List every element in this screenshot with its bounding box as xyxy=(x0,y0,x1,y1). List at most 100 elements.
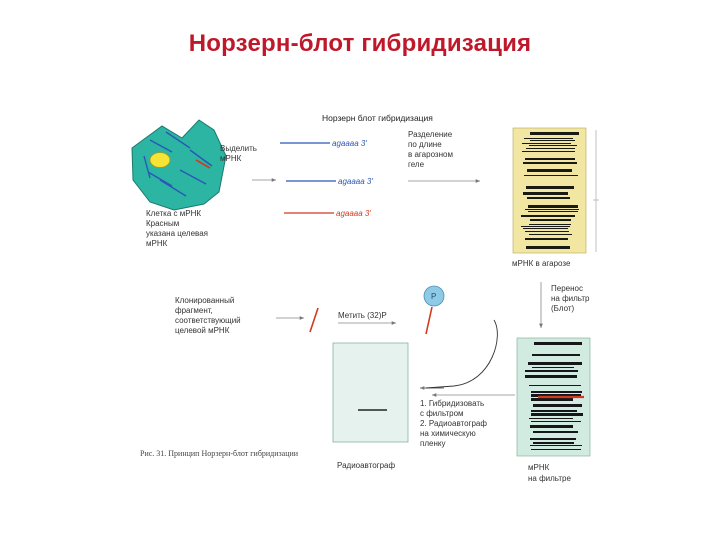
band xyxy=(529,234,572,235)
svg-text:на фильтре: на фильтре xyxy=(528,474,571,483)
band xyxy=(531,394,581,397)
hybridization-curve xyxy=(425,319,498,389)
cell-illustration xyxy=(131,119,227,211)
figure-caption: Рис. 31. Принцип Норзерн-блот гибридизац… xyxy=(140,449,299,458)
band xyxy=(534,342,582,345)
band xyxy=(529,385,581,386)
band xyxy=(528,362,582,365)
band xyxy=(526,186,574,189)
step-line: 1. Гибридизовать xyxy=(420,399,484,408)
band xyxy=(525,375,577,378)
band xyxy=(524,175,578,176)
band xyxy=(522,151,575,152)
band xyxy=(532,367,574,368)
separation-label-line: геле xyxy=(408,160,425,169)
separation-label-line: в агарозном xyxy=(408,150,453,159)
band xyxy=(531,391,582,393)
fragment-label-line: соответствующий xyxy=(175,316,241,325)
step-line: пленку xyxy=(420,439,445,448)
separation-label-line: Разделение xyxy=(408,130,453,139)
band xyxy=(530,219,571,221)
svg-text:Разделение: Разделение xyxy=(408,130,453,139)
band xyxy=(533,404,582,407)
band xyxy=(529,145,577,146)
band xyxy=(524,138,573,139)
band xyxy=(523,192,568,195)
band xyxy=(530,132,579,135)
svg-text:мРНК: мРНК xyxy=(146,239,168,248)
svg-text:Клонированный: Клонированный xyxy=(175,296,234,305)
svg-text:геле: геле xyxy=(408,160,425,169)
svg-text:на химическую: на химическую xyxy=(420,429,476,438)
filter-caption-line: мРНК xyxy=(528,463,550,472)
band xyxy=(531,410,577,412)
fragment-label-line: целевой мРНК xyxy=(175,326,230,335)
cell-caption-line: мРНК xyxy=(146,239,168,248)
band xyxy=(527,169,572,172)
nucleus-icon xyxy=(149,152,171,168)
band xyxy=(523,228,568,229)
step-line: с фильтром xyxy=(420,409,464,418)
fragment-label-line: Клонированный xyxy=(175,296,234,305)
band xyxy=(533,442,574,444)
autoradiograph-film xyxy=(332,342,409,443)
svg-text:(Блот): (Блот) xyxy=(551,304,575,313)
svg-text:1. Гибридизовать: 1. Гибридизовать xyxy=(420,399,484,408)
transfer-label-line: на фильтр xyxy=(551,294,590,303)
separation-label-line: по длине xyxy=(408,140,442,149)
band xyxy=(527,197,570,199)
isolate-label-line: Выделить xyxy=(220,144,257,153)
isolate-label-line: мРНК xyxy=(220,154,242,163)
agarose-gel xyxy=(512,127,599,254)
svg-text:P: P xyxy=(431,292,436,301)
probe-fragment-icon xyxy=(309,307,319,333)
svg-text:Выделить: Выделить xyxy=(220,144,257,153)
svg-text:соответствующий: соответствующий xyxy=(175,316,241,325)
band xyxy=(522,143,571,144)
band xyxy=(531,449,581,450)
svg-text:указана целевая: указана целевая xyxy=(146,229,208,238)
cell-caption-line: Красным xyxy=(146,219,179,228)
band xyxy=(531,413,583,416)
cell-caption-line: Клетка с мРНК xyxy=(146,209,201,218)
svg-text:Перенос: Перенос xyxy=(551,284,583,293)
band xyxy=(530,140,575,141)
svg-text:мРНК: мРНК xyxy=(220,154,242,163)
band xyxy=(528,205,578,208)
svg-text:на фильтр: на фильтр xyxy=(551,294,590,303)
svg-text:мРНК: мРНК xyxy=(528,463,550,472)
membrane-filter xyxy=(516,337,591,457)
mrna-strand-label: agaaaa 3' xyxy=(338,177,373,186)
autoradiograph-caption: Радиоавтограф xyxy=(337,461,395,470)
band xyxy=(530,425,573,428)
svg-text:Клетка с мРНК: Клетка с мРНК xyxy=(146,209,201,218)
band xyxy=(525,209,579,210)
mrna-strand-label: agaaaa 3' xyxy=(336,209,371,218)
svg-text:с фильтром: с фильтром xyxy=(420,409,464,418)
transfer-label-line: Перенос xyxy=(551,284,583,293)
mrna-strand-label: agaaaa 3' xyxy=(332,139,367,148)
svg-text:фрагмент,: фрагмент, xyxy=(175,306,213,315)
label-step-text: Метить (32)P xyxy=(338,311,387,320)
band xyxy=(531,421,581,422)
band xyxy=(525,231,569,232)
svg-text:пленку: пленку xyxy=(420,439,445,448)
cell-caption-line: указана целевая xyxy=(146,229,208,238)
band xyxy=(523,162,577,164)
transfer-label-line: (Блот) xyxy=(551,304,575,313)
band xyxy=(529,224,571,225)
svg-text:2. Радиоавтограф: 2. Радиоавтограф xyxy=(420,419,487,428)
band xyxy=(526,148,575,149)
band xyxy=(532,354,580,356)
step-line: на химическую xyxy=(420,429,476,438)
fragment-label-line: фрагмент, xyxy=(175,306,213,315)
isotope-p-icon: P xyxy=(423,285,445,335)
band xyxy=(531,398,573,401)
svg-text:целевой мРНК: целевой мРНК xyxy=(175,326,230,335)
page-title: Норзерн-блот гибридизация xyxy=(188,30,532,57)
band xyxy=(528,211,578,212)
band xyxy=(526,246,570,249)
diagram-header: Норзерн блот гибридизация xyxy=(322,113,433,123)
band xyxy=(525,158,575,160)
